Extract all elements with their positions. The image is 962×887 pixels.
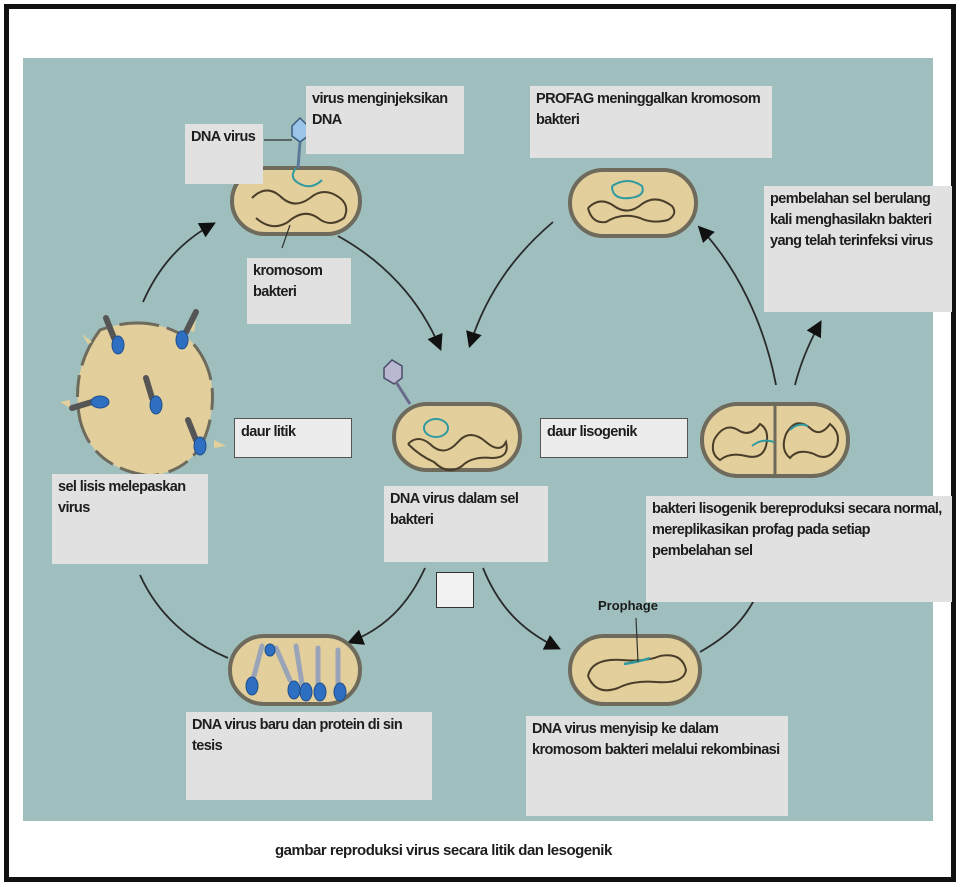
label-dna-virus: DNA virus <box>185 124 263 184</box>
label-dna-inserted: DNA virus menyisip ke dalam kromosom bak… <box>526 716 788 816</box>
label-cell-division: pembelahan sel berulang kali menghasilak… <box>764 186 952 312</box>
label-dna-in-cell: DNA virus dalam sel bakteri <box>384 486 548 562</box>
arrow-division-to-text <box>794 320 822 386</box>
lysed-cell-icon <box>60 309 226 490</box>
arrow-dna-in-cell-to-insertion <box>482 567 561 650</box>
bacterium-dna-in-cell-icon <box>383 359 522 472</box>
arrow-profag-to-dna-in-cell <box>466 221 554 349</box>
figure-caption: gambar reproduksi virus secara litik dan… <box>275 842 612 859</box>
label-profag-leaves: PROFAG meninggalkan kromosom bakteri <box>530 86 772 158</box>
label-virus-injects-dna: virus menginjeksikan DNA <box>306 86 464 154</box>
bacterium-prophage-icon <box>568 617 702 706</box>
label-daur-lisogenik: daur lisogenik <box>540 418 688 458</box>
label-daur-litik: daur litik <box>234 418 352 458</box>
arrow-synthesis-to-lysis <box>139 574 229 659</box>
arrow-lysis-to-injection <box>142 222 216 303</box>
label-prophage: Prophage <box>598 598 658 613</box>
arrow-division-to-profag <box>697 225 777 386</box>
bacterium-dividing-icon <box>700 402 850 478</box>
bacterium-synthesis-icon <box>228 634 362 706</box>
arrow-dna-in-cell-to-synthesis <box>346 567 426 645</box>
label-new-dna-synthesized: DNA virus baru dan protein di sin tesis <box>186 712 432 800</box>
bacterium-injection-icon <box>230 116 362 249</box>
empty-box <box>436 572 474 608</box>
arrow-injection-to-dna-in-cell <box>337 235 443 351</box>
label-kromosom-bakteri: kromosom bakteri <box>247 258 351 324</box>
label-sel-lisis: sel lisis melepaskan virus <box>52 474 208 564</box>
label-bakteri-lisogenik: bakteri lisogenik bereproduksi secara no… <box>646 496 952 602</box>
bacterium-profag-icon <box>568 168 698 238</box>
